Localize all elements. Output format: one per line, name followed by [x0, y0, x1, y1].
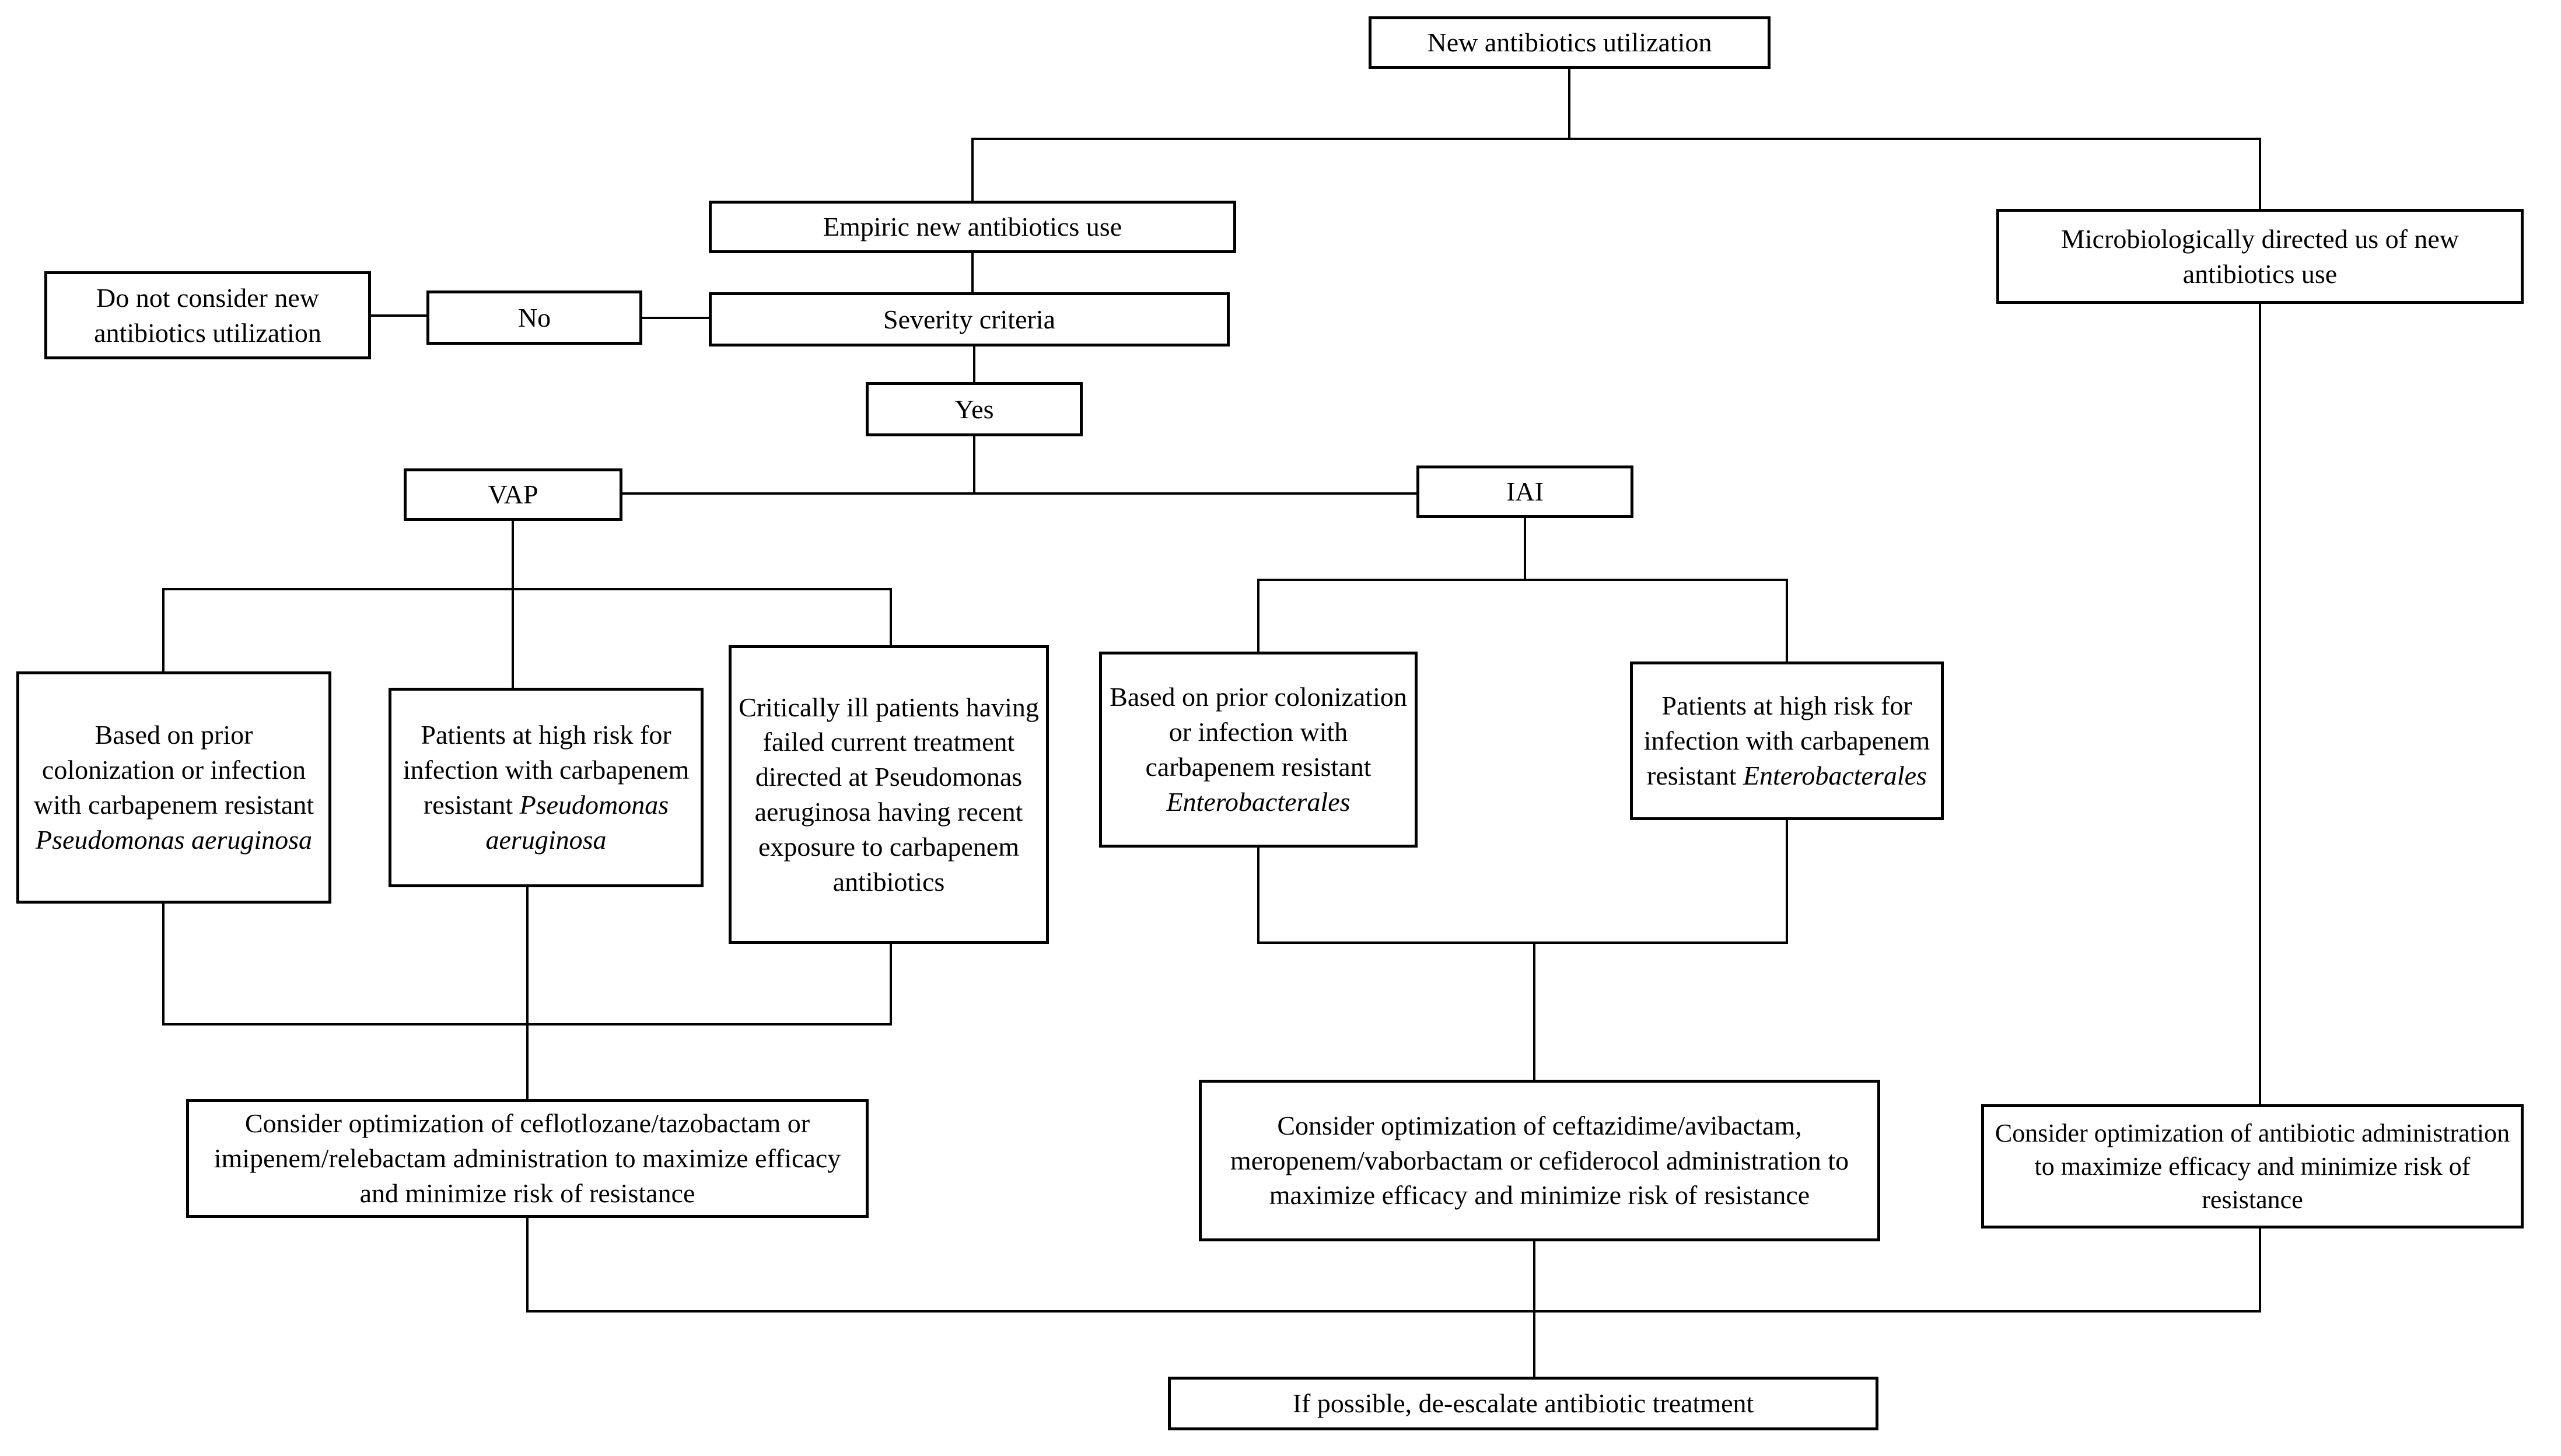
node-severity-criteria: Severity criteria: [709, 292, 1230, 346]
node-de-escalate: If possible, de-escalate antibiotic trea…: [1168, 1377, 1878, 1430]
node-microbiologically-directed-use: Microbiologically directed us of new ant…: [1996, 209, 2524, 304]
connector-line: [2259, 302, 2261, 1107]
connector-line: [1568, 69, 1570, 140]
node-consider-vap-optimization: Consider optimization of ceflotlozane/ta…: [186, 1099, 869, 1218]
connector-line: [526, 885, 529, 1101]
connector-line: [162, 901, 165, 1026]
connector-line: [526, 1216, 529, 1312]
connector-line: [2259, 1226, 2261, 1312]
connector-line: [890, 588, 892, 648]
connector-line: [162, 588, 165, 674]
node-iai-prior-colonization: Based on prior colonization or infection…: [1099, 652, 1418, 848]
connector-line: [2259, 138, 2261, 210]
node-do-not-consider: Do not consider new antibiotics utilizat…: [44, 271, 371, 359]
connector-line: [1786, 579, 1788, 664]
node-consider-iai-optimization: Consider optimization of ceftazidime/avi…: [1199, 1080, 1880, 1241]
connector-line: [971, 138, 2261, 140]
node-empiric-new-antibiotics-use: Empiric new antibiotics use: [709, 201, 1236, 253]
connector-line: [162, 588, 892, 590]
connector-line: [641, 317, 710, 319]
connector-line: [973, 435, 975, 495]
node-vap-critically-ill: Critically ill patients having failed cu…: [729, 645, 1049, 944]
node-consider-antibiotic-optimization: Consider optimization of antibiotic admi…: [1981, 1104, 2524, 1228]
connector-line: [1533, 1239, 1535, 1379]
connector-line: [1257, 942, 1788, 944]
connector-line: [973, 345, 975, 383]
connector-line: [370, 314, 428, 317]
node-vap-prior-colonization: Based on prior colonization or infection…: [16, 671, 331, 904]
connector-line: [1257, 845, 1259, 944]
connector-line: [621, 492, 1418, 495]
connector-line: [512, 520, 514, 690]
node-vap: VAP: [404, 468, 622, 521]
connector-line: [971, 138, 974, 202]
connector-line: [1786, 818, 1788, 944]
connector-line: [1257, 579, 1259, 654]
connector-line: [526, 1310, 2261, 1312]
node-no: No: [426, 290, 642, 345]
connector-line: [890, 942, 892, 1026]
node-vap-high-risk: Patients at high risk for infection with…: [389, 688, 704, 887]
connector-line: [1533, 942, 1535, 1082]
connector-line: [1257, 579, 1788, 581]
connector-line: [971, 252, 974, 293]
node-iai-high-risk: Patients at high risk for infection with…: [1630, 662, 1944, 820]
node-iai: IAI: [1416, 466, 1633, 518]
connector-line: [1524, 516, 1526, 581]
node-yes: Yes: [866, 382, 1083, 436]
node-new-antibiotics-utilization: New antibiotics utilization: [1369, 16, 1771, 69]
